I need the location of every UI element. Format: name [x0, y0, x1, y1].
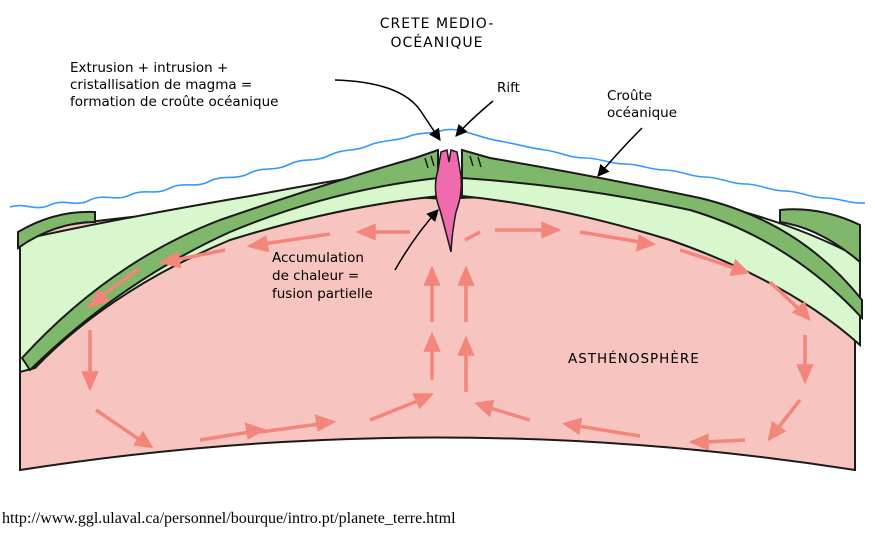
- crust-label-line2: océanique: [607, 105, 677, 121]
- extrusion-label-line3: formation de croûte océanique: [70, 94, 278, 110]
- rift-label: Rift: [497, 80, 520, 96]
- crust-label-line1: Croûte: [607, 88, 652, 104]
- heat-label-line2: de chaleur =: [272, 268, 359, 284]
- rift-arrow: [456, 101, 493, 136]
- ridge-label-line2: OCÉANIQUE: [391, 34, 484, 51]
- crust-arrow: [598, 128, 642, 176]
- heat-label-line1: Accumulation: [272, 250, 364, 266]
- heat-label-line3: fusion partielle: [272, 286, 373, 302]
- ridge-label-line1: CRETE MEDIO-: [380, 16, 495, 32]
- extrusion-label-line2: cristallisation de magma =: [70, 77, 252, 93]
- source-url-link[interactable]: http://www.ggl.ulaval.ca/personnel/bourq…: [2, 510, 456, 528]
- extrusion-label-line1: Extrusion + intrusion +: [70, 60, 228, 76]
- asthenosphere-label: ASTHÉNOSPHÈRE: [568, 350, 700, 367]
- mid-ocean-ridge-diagram: CRETE MEDIO- OCÉANIQUE Extrusion + intru…: [0, 0, 874, 510]
- extrusion-arrow: [335, 80, 440, 140]
